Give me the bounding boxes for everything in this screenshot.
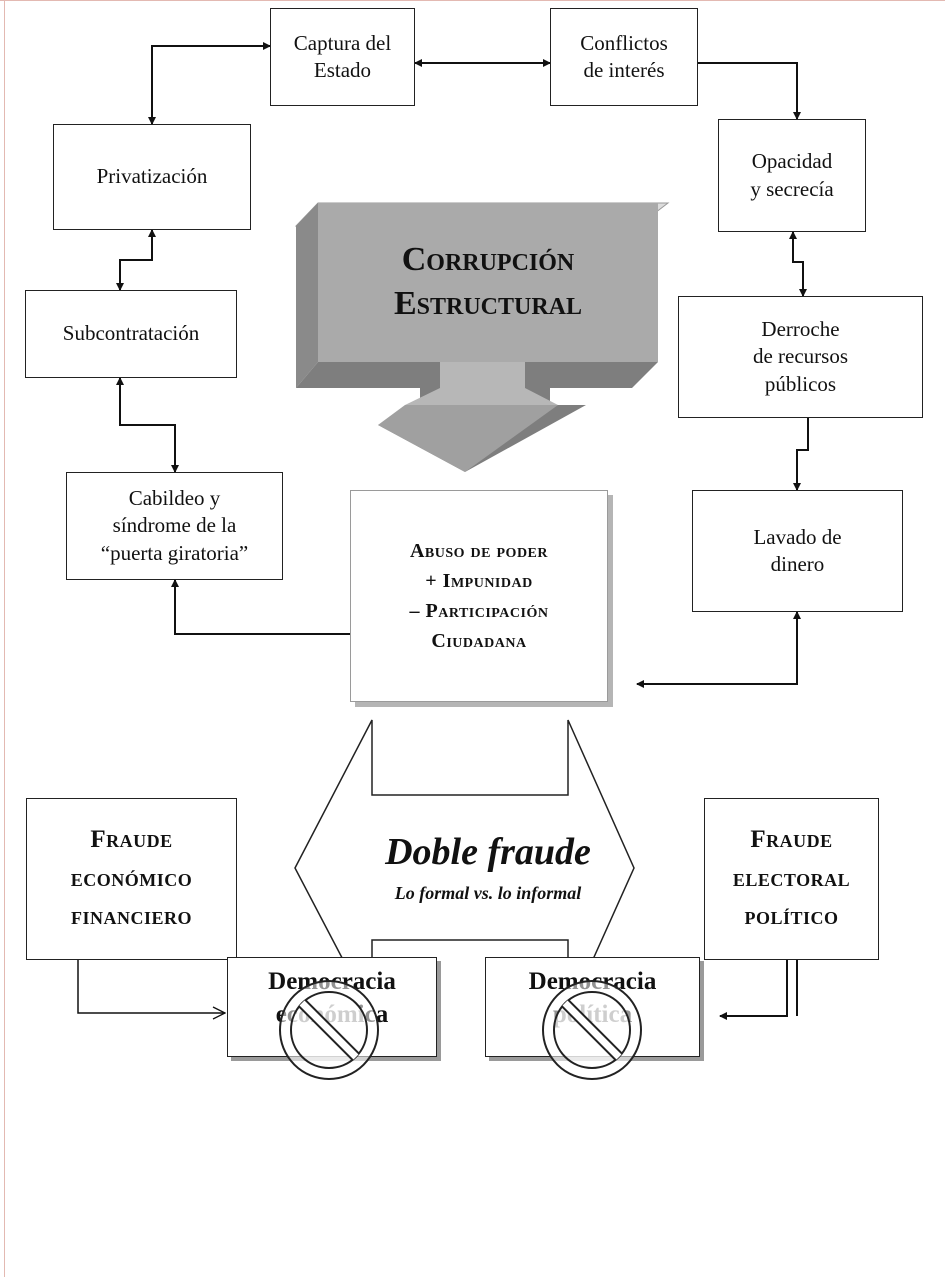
electoral-fraud-label: Fraude electoral político [732,825,851,931]
resource-waste-box: Derroche de recursos públicos [678,296,923,418]
money-laundering-box: Lavado de dinero [692,490,903,612]
structural-corruption-title: Corrupción Estructural [393,241,583,322]
state-capture-label: Captura del Estado [293,30,392,82]
page-border-left [4,0,5,1277]
opacity-secrecy-label: Opacidad y secrecía [750,149,834,201]
conflicts-of-interest-label: Conflictos de interés [580,30,668,82]
state-capture-box: Captura del Estado [270,8,415,106]
prohibition-icon [279,980,379,1080]
prohibition-icon [542,980,642,1080]
opacity-secrecy-box: Opacidad y secrecía [718,119,866,232]
subcontracting-box: Subcontratación [25,290,237,378]
abuse-of-power-label: Abuso de poder + Impunidad – Participaci… [409,540,549,652]
economic-fraud-label: Fraude económico financiero [70,825,193,931]
economic-fraud-box: Fraude económico financiero [26,798,237,960]
conflicts-of-interest-box: Conflictos de interés [550,8,698,106]
money-laundering-label: Lavado de dinero [753,524,842,576]
page-border-top [0,0,945,1]
resource-waste-label: Derroche de recursos públicos [752,317,849,396]
double-fraud-title: Doble fraude [385,831,591,873]
abuse-of-power-box: Abuso de poder + Impunidad – Participaci… [350,490,608,702]
privatization-label: Privatización [96,164,208,189]
lobbying-label: Cabildeo y síndrome de la “puerta girato… [100,486,249,565]
privatization-box: Privatización [53,124,251,230]
lobbying-box: Cabildeo y síndrome de la “puerta girato… [66,472,283,580]
double-fraud-subtitle: Lo formal vs. lo informal [394,883,582,903]
electoral-fraud-box: Fraude electoral político [704,798,879,960]
subcontracting-label: Subcontratación [62,321,200,346]
